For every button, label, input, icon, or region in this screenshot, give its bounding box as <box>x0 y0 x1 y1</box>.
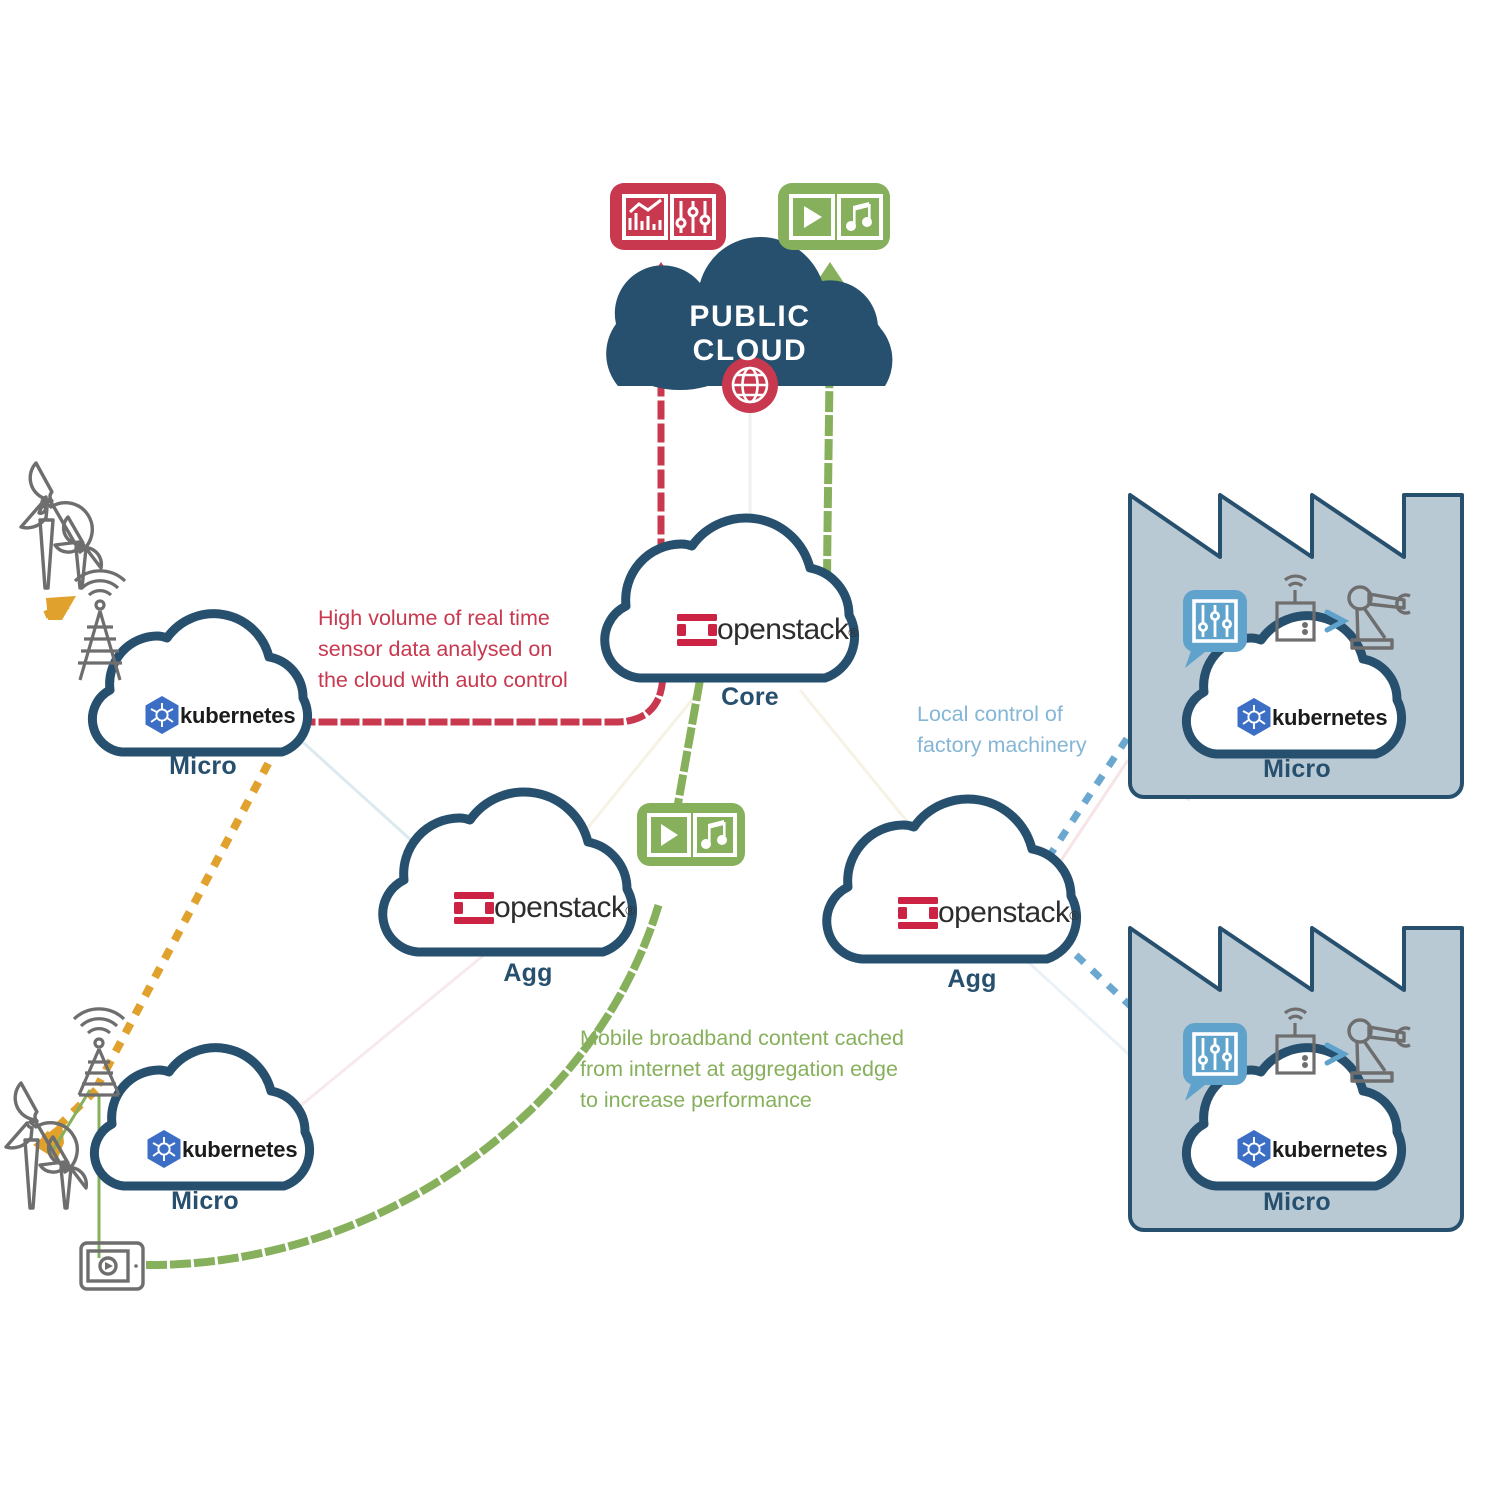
openstack-wordmark-core: openstack® <box>717 613 858 647</box>
play-icon <box>804 206 822 228</box>
gateway-to-robot-arrow-top <box>1324 609 1350 633</box>
robot-arm-icon-bottom <box>1347 1018 1411 1083</box>
openstack-wordmark-agg-left: openstack® <box>494 891 635 925</box>
blue-local-control-link <box>1045 638 1195 1065</box>
platform-name: openstack <box>494 891 626 924</box>
openstack-logo-agg-right <box>898 897 938 929</box>
robot-arm-icon-top <box>1347 585 1411 650</box>
annotation-line: Mobile broadband content cached <box>580 1026 904 1050</box>
kubernetes-logo-2 <box>147 1130 181 1168</box>
registered-mark: ® <box>625 903 635 918</box>
tablet-play-icon <box>79 1241 145 1291</box>
annotation-sensor-data: High volume of real time sensor data ana… <box>318 603 618 696</box>
annotation-line: sensor data analysed on <box>318 637 553 661</box>
media-badge-agg[interactable] <box>637 803 745 866</box>
kubernetes-logo-4 <box>1237 1130 1271 1168</box>
controller-icon-bottom <box>1183 1023 1247 1101</box>
backbone-faint-links <box>264 400 1242 1137</box>
cloud-name-micro-factory-bottom: Micro <box>1263 1188 1331 1216</box>
cloud-shape-micro-bottom-left <box>89 1043 315 1191</box>
cloud-name-agg-right: Agg <box>947 965 997 993</box>
registered-mark: ® <box>1069 908 1079 923</box>
wind-turbine-icon-top <box>19 461 104 590</box>
media-badge-top[interactable] <box>778 183 890 250</box>
cloud-name-core: Core <box>721 683 779 711</box>
kubernetes-logo-1 <box>145 696 179 734</box>
wind-turbine-icon-bottom <box>4 1081 89 1210</box>
registered-mark: ® <box>848 625 858 640</box>
cloud-name-micro-factory-top: Micro <box>1263 755 1331 783</box>
kubernetes-wordmark-4: kubernetes <box>1272 705 1388 730</box>
analytics-badge[interactable] <box>610 183 726 250</box>
cloud-name-agg-left: Agg <box>503 959 553 987</box>
annotation-line: the cloud with auto control <box>318 668 568 692</box>
platform-name: openstack <box>938 896 1070 929</box>
annotation-line: Local control of <box>917 702 1063 726</box>
cloud-shape-agg-right <box>822 794 1082 964</box>
globe-icon <box>722 357 778 413</box>
orange-arrow-head-top <box>46 596 76 620</box>
wireless-gateway-icon-top <box>1275 574 1316 642</box>
annotation-mobile-broadband: Mobile broadband content cached from int… <box>580 1023 980 1116</box>
kubernetes-wordmark-1: kubernetes <box>180 703 296 728</box>
chart-icon <box>628 198 662 230</box>
kubernetes-wordmark-2: kubernetes <box>182 1137 298 1162</box>
sliders-icon <box>675 201 711 233</box>
music-icon <box>846 202 872 231</box>
cell-tower-icon-top <box>73 569 127 681</box>
annotation-line: from internet at aggregation edge <box>580 1057 898 1081</box>
cloud-name-micro-top-left: Micro <box>169 752 237 780</box>
public-cloud-shape <box>606 236 893 390</box>
public-cloud-label-line1: PUBLIC <box>689 300 811 333</box>
annotation-line: factory machinery <box>917 733 1087 757</box>
play-icon <box>661 824 678 846</box>
controller-icon-top <box>1183 590 1247 668</box>
public-cloud-label-line2: CLOUD <box>692 334 808 367</box>
gateway-to-robot-arrow-bottom <box>1324 1042 1350 1066</box>
annotation-line: High volume of real time <box>318 606 550 630</box>
cell-tower-icon-bottom <box>72 1007 126 1097</box>
kubernetes-wordmark-3: kubernetes <box>1272 1137 1388 1162</box>
cloud-shape-core <box>600 513 860 683</box>
cloud-shape-micro-top-left <box>87 609 313 757</box>
wireless-gateway-icon-bottom <box>1275 1007 1316 1075</box>
openstack-logo-core <box>677 614 717 646</box>
kubernetes-logo-3 <box>1237 698 1271 736</box>
annotation-line: to increase performance <box>580 1088 812 1112</box>
annotation-local-control: Local control of factory machinery <box>917 699 1177 761</box>
platform-name: openstack <box>717 613 849 646</box>
openstack-wordmark-agg-right: openstack® <box>938 896 1079 930</box>
cloud-name-micro-bottom-left: Micro <box>171 1187 239 1215</box>
music-icon <box>701 820 727 849</box>
openstack-logo-agg-left <box>454 892 494 924</box>
cloud-shape-agg-left <box>378 787 638 957</box>
public-cloud-label: PUBLIC CLOUD <box>625 300 875 368</box>
